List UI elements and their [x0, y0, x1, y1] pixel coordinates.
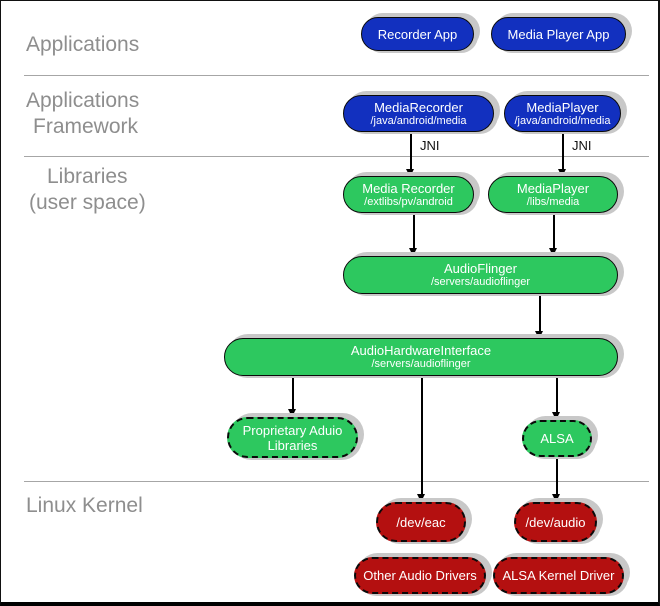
connector-ahi-alsa	[556, 376, 558, 413]
node-title: Media Player App	[507, 26, 610, 42]
node-path: /java/android/media	[514, 114, 611, 127]
node-title: Media Recorder	[362, 180, 455, 196]
node-title: AudioFlinger	[444, 261, 517, 276]
arrowhead-mediaplayer-jni	[558, 169, 566, 177]
node-title: Other Audio Drivers	[363, 568, 477, 583]
node-dev-eac: /dev/eac	[376, 502, 466, 542]
node-other-audio-drivers: Other Audio Drivers	[354, 557, 486, 594]
node-title: MediaRecorder	[374, 99, 463, 115]
arrowhead-mediarecorder-jni	[406, 169, 414, 177]
node-title: MediaPlayer	[516, 180, 590, 196]
arrowhead-ahi-alsa	[552, 412, 560, 420]
jni-label-right: JNI	[572, 138, 592, 153]
node-mediarecorder-framework: MediaRecorder /java/android/media	[343, 95, 494, 132]
connector-mediaplayer-audioflinger	[553, 213, 555, 249]
layer-label-applications-framework: Applications Framework	[26, 88, 139, 140]
node-mediaplayer-lib: MediaPlayer /libs/media	[488, 176, 618, 213]
connector-mediarecorder-audioflinger	[413, 213, 415, 249]
arrowhead-mediarecorder-audioflinger	[409, 248, 417, 256]
node-title: Proprietary Aduio Libraries	[242, 422, 343, 453]
layer-label-line: Libraries	[47, 165, 128, 188]
node-path: /java/android/media	[370, 114, 467, 127]
node-title: /dev/audio	[525, 514, 586, 530]
connector-ahi-dev-eac	[421, 376, 423, 495]
node-path: /servers/audioflinger	[371, 358, 471, 370]
layer-label-line: (user space)	[29, 191, 146, 214]
node-title: /dev/eac	[396, 514, 446, 530]
node-mediaplayer-framework: MediaPlayer /java/android/media	[504, 95, 621, 132]
connector-mediaplayer-jni	[562, 132, 564, 170]
node-audio-hardware-interface: AudioHardwareInterface /servers/audiofli…	[224, 338, 618, 376]
node-path: /libs/media	[526, 195, 580, 208]
node-dev-audio: /dev/audio	[514, 502, 597, 542]
node-proprietary-audio-libraries: Proprietary Aduio Libraries	[227, 417, 358, 458]
node-path: /servers/audioflinger	[430, 276, 531, 288]
node-title: AudioHardwareInterface	[350, 343, 492, 358]
layer-label-line: Applications	[26, 89, 140, 112]
connector-alsa-dev-audio	[556, 457, 558, 495]
node-path: /extlibs/pv/android	[364, 195, 453, 208]
node-title: Recorder App	[377, 26, 458, 42]
jni-label-left: JNI	[420, 138, 440, 153]
layer-label-linux-kernel: Linux Kernel	[26, 494, 143, 517]
arrowhead-mediaplayer-audioflinger	[549, 248, 557, 256]
connector-mediarecorder-jni	[410, 132, 412, 170]
layer-label-libraries: Libraries (user space)	[29, 164, 146, 216]
node-media-recorder-lib: Media Recorder /extlibs/pv/android	[343, 176, 474, 213]
node-audioflinger: AudioFlinger /servers/audioflinger	[343, 256, 618, 294]
node-title: ALSA	[540, 431, 574, 446]
node-alsa-kernel-driver: ALSA Kernel Driver	[493, 557, 624, 594]
layer-divider-applications	[24, 75, 649, 76]
arrowhead-audioflinger-ahi	[535, 331, 543, 339]
arrowhead-ahi-dev-eac	[417, 494, 425, 502]
node-media-player-app: Media Player App	[491, 17, 626, 51]
node-alsa: ALSA	[522, 420, 592, 457]
connector-ahi-proprietary	[292, 376, 294, 410]
node-title: ALSA Kernel Driver	[502, 568, 615, 583]
node-title: MediaPlayer	[526, 99, 599, 115]
node-recorder-app: Recorder App	[361, 17, 474, 51]
layer-divider-framework	[24, 156, 649, 157]
layer-divider-kernel	[24, 481, 649, 482]
arrowhead-ahi-proprietary	[288, 409, 296, 417]
layer-label-applications: Applications	[26, 33, 140, 56]
layer-label-line: Framework	[33, 115, 139, 138]
arrowhead-alsa-dev-audio	[552, 494, 560, 502]
connector-audioflinger-ahi	[539, 294, 541, 332]
